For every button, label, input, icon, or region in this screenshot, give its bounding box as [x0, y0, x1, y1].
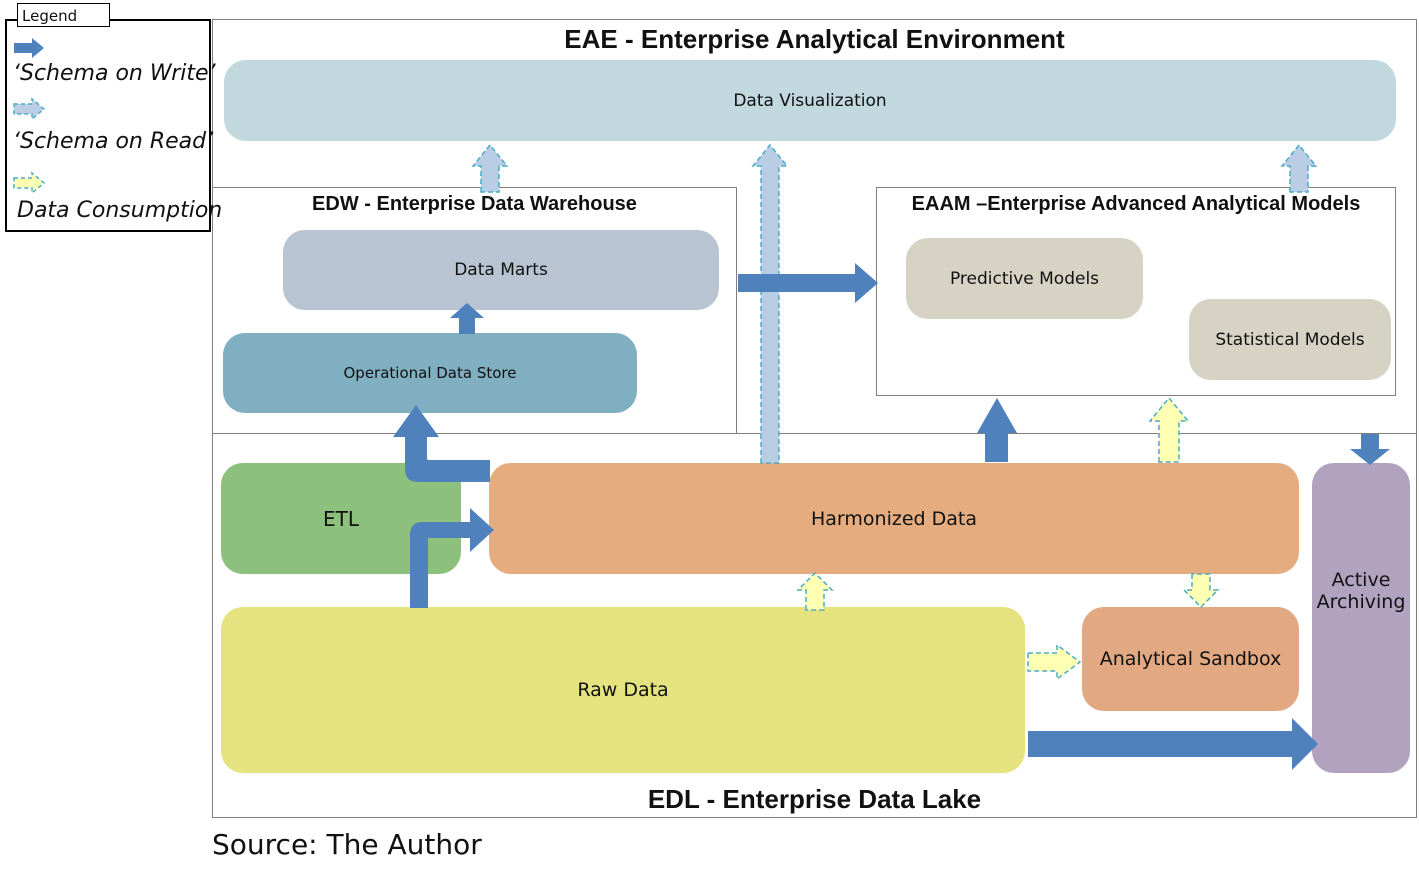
harmonized-to-eaam-write-arrow — [977, 398, 1017, 462]
ods-to-data-marts-write-arrow — [450, 303, 484, 334]
eae-title: EAE - Enterprise Analytical Environment — [564, 24, 1065, 54]
eaam-to-visualization-read-arrow — [1280, 143, 1318, 193]
operational-data-store-box: Operational Data Store — [223, 333, 637, 413]
analytical-sandbox-box: Analytical Sandbox — [1082, 607, 1299, 711]
legend-label-schema-on-write: ‘Schema on Write’ — [13, 61, 216, 86]
data-visualization-box: Data Visualization — [224, 60, 1396, 141]
eaam-title: EAAM –Enterprise Advanced Analytical Mod… — [911, 193, 1361, 215]
edw-frame — [212, 187, 737, 434]
edl-divider — [212, 433, 1417, 434]
harmonized-to-sandbox-consume-arrow — [1182, 573, 1220, 609]
eae-to-archiving-write-arrow — [1350, 434, 1390, 465]
source-caption: Source: The Author — [212, 828, 482, 861]
edw-to-eaam-write-arrow — [738, 263, 878, 303]
legend-schema-on-write-arrow — [14, 38, 44, 58]
harmonized-to-eaam-consume-arrow — [1148, 396, 1190, 463]
legend-data-consumption-arrow — [13, 171, 46, 195]
edw-title: EDW - Enterprise Data Warehouse — [312, 193, 637, 215]
legend-label-data-consumption: Data Consumption — [17, 198, 223, 223]
edl-title: EDL - Enterprise Data Lake — [647, 784, 982, 814]
edw-to-visualization-read-arrow — [471, 143, 509, 193]
legend-label-schema-on-read: ‘Schema on Read’ — [13, 129, 214, 154]
active-archiving-label-line2: Archiving — [1316, 591, 1406, 613]
data-marts-box: Data Marts — [283, 230, 719, 310]
statistical-models-box: Statistical Models — [1189, 299, 1391, 380]
harmonized-data-box: Harmonized Data — [489, 463, 1299, 574]
legend-title: Legend — [17, 3, 110, 27]
active-archiving-box: Active Archiving — [1312, 463, 1410, 773]
predictive-models-box: Predictive Models — [906, 238, 1143, 319]
legend-schema-on-read-arrow — [13, 97, 46, 121]
raw-data-box: Raw Data — [221, 607, 1025, 773]
raw-to-sandbox-consume-arrow — [1027, 643, 1082, 681]
raw-to-archiving-write-arrow — [1028, 718, 1318, 770]
harmonized-to-visualization-read-arrow — [751, 143, 789, 464]
harmonized-to-ods-write-arrow — [393, 405, 490, 482]
raw-to-harmonized-consume-arrow — [796, 571, 834, 611]
eaam-frame — [876, 187, 1396, 396]
raw-to-harmonized-write-arrow — [410, 508, 494, 608]
active-archiving-label-line1: Active — [1331, 569, 1391, 591]
